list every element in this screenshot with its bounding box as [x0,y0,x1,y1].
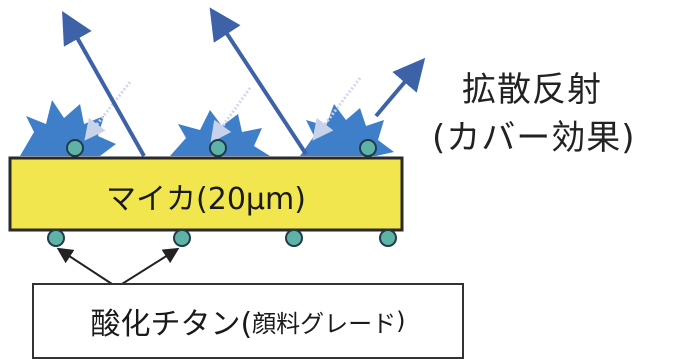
pointer-arrow [56,247,113,285]
tio2-label-close: ) [396,307,406,335]
bottom-particle [47,229,65,247]
bottom-particle [173,229,191,247]
incident-arrow [312,77,362,141]
reflected-light-arrows [62,7,308,157]
scatter-burst-icon [20,100,116,156]
tio2-label-sub: 顔料グレード [252,309,397,338]
incident-light-arrows [84,77,362,143]
reflected-arrow [62,11,146,157]
tio2-label-box: 酸化チタン(顔料グレード) [32,283,464,359]
mica-plate [8,156,404,232]
tio2-label-main: 酸化チタン( [90,307,253,342]
surface-particle [359,139,377,157]
mica-scatter-diagram [8,7,426,285]
reflected-arrow [209,7,308,156]
scatter-label-line1: 拡散反射 [462,70,602,110]
mica-label: マイカ(20μm) [106,182,306,217]
scatter-label-line2: (カバー効果) [432,118,636,158]
bottom-particle [379,229,397,247]
pointer-arrow [121,247,180,285]
bottom-particle [285,229,303,247]
reflected-arrow-right [374,57,426,118]
pointer-arrows [56,247,180,285]
surface-particle [209,139,227,157]
surface-particle [66,139,84,157]
incident-arrow [84,81,132,141]
